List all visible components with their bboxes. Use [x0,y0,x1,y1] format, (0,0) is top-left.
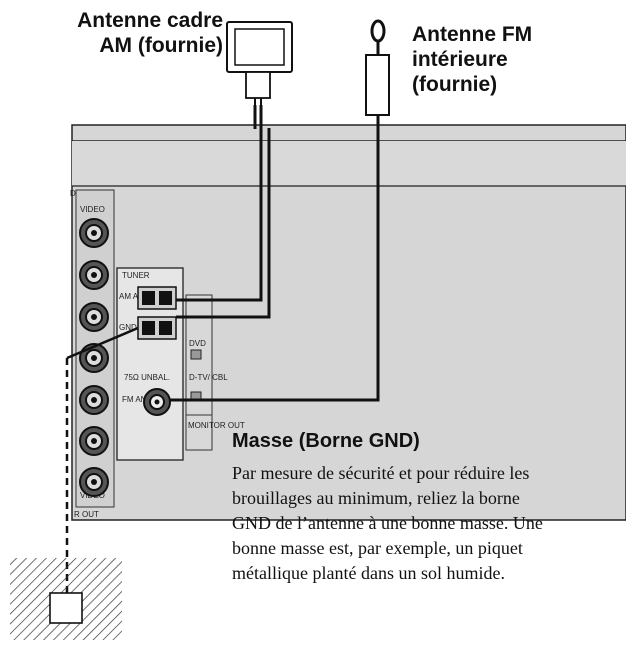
am-loop-antenna [226,21,293,105]
am-ant-label: AM ANT [119,292,149,301]
rca-jack [79,218,109,248]
ground-description-line: GND de l’antenne à une bonne masse. Une [232,513,543,533]
right-subpanel: DVD D-TV/ CBL MONITOR OUT [185,294,245,451]
ground-symbol [10,558,122,640]
am-antenna-label-line: Antenne cadre [77,9,223,32]
ground-description-line: bonne masse est, par exemple, un piquet [232,538,523,558]
ground-description-line: brouillages au minimum, reliez la borne [232,488,520,508]
unbal-label: 75Ω UNBAL. [124,373,170,382]
am-antenna-label: Antenne cadre AM (fournie) [8,8,223,58]
fm-ant-jack [143,388,171,416]
video-jack-column: D VIDEO VIDEO R OUT [70,189,115,519]
d-tv-cbl-label: D-TV/ CBL [189,373,228,382]
fm-antenna-label-line: Antenne FM [412,23,533,46]
rca-jack [79,302,109,332]
gnd-label: GND [119,323,137,332]
am-ant-terminal [137,286,177,310]
am-antenna-wires [176,105,271,319]
tuner-label: TUNER [122,271,150,280]
fm-antenna-label: Antenne FM intérieure (fournie) [412,22,622,97]
am-antenna-label-line: AM (fournie) [99,34,223,57]
gnd-terminal [137,316,177,340]
rca-jack [79,385,109,415]
fm-indoor-antenna [170,19,390,402]
rca-jack [79,260,109,290]
tuner-block: TUNER AM ANT GND 75Ω UNBAL. FM ANT [116,267,184,461]
video-top-label: VIDEO [80,205,105,214]
monitor-out-label: MONITOR OUT [188,421,245,430]
rca-jack [79,343,109,373]
ground-wire [65,326,139,600]
ground-description: Par mesure de sécurité et pour réduire l… [232,461,622,586]
rca-jack [79,426,109,456]
fm-ant-label: FM ANT [122,395,151,404]
dvd-label: DVD [189,339,206,348]
fm-antenna-label-line: intérieure [412,48,508,71]
ground-title: Masse (Borne GND) [232,430,420,452]
rca-jack [79,467,109,497]
panel-d-label: D [70,189,76,198]
ground-description-line: métallique planté dans un sol humide. [232,563,505,583]
ground-description-line: Par mesure de sécurité et pour réduire l… [232,463,530,483]
fm-antenna-label-line: (fournie) [412,73,498,96]
out-label: R OUT [74,510,99,519]
